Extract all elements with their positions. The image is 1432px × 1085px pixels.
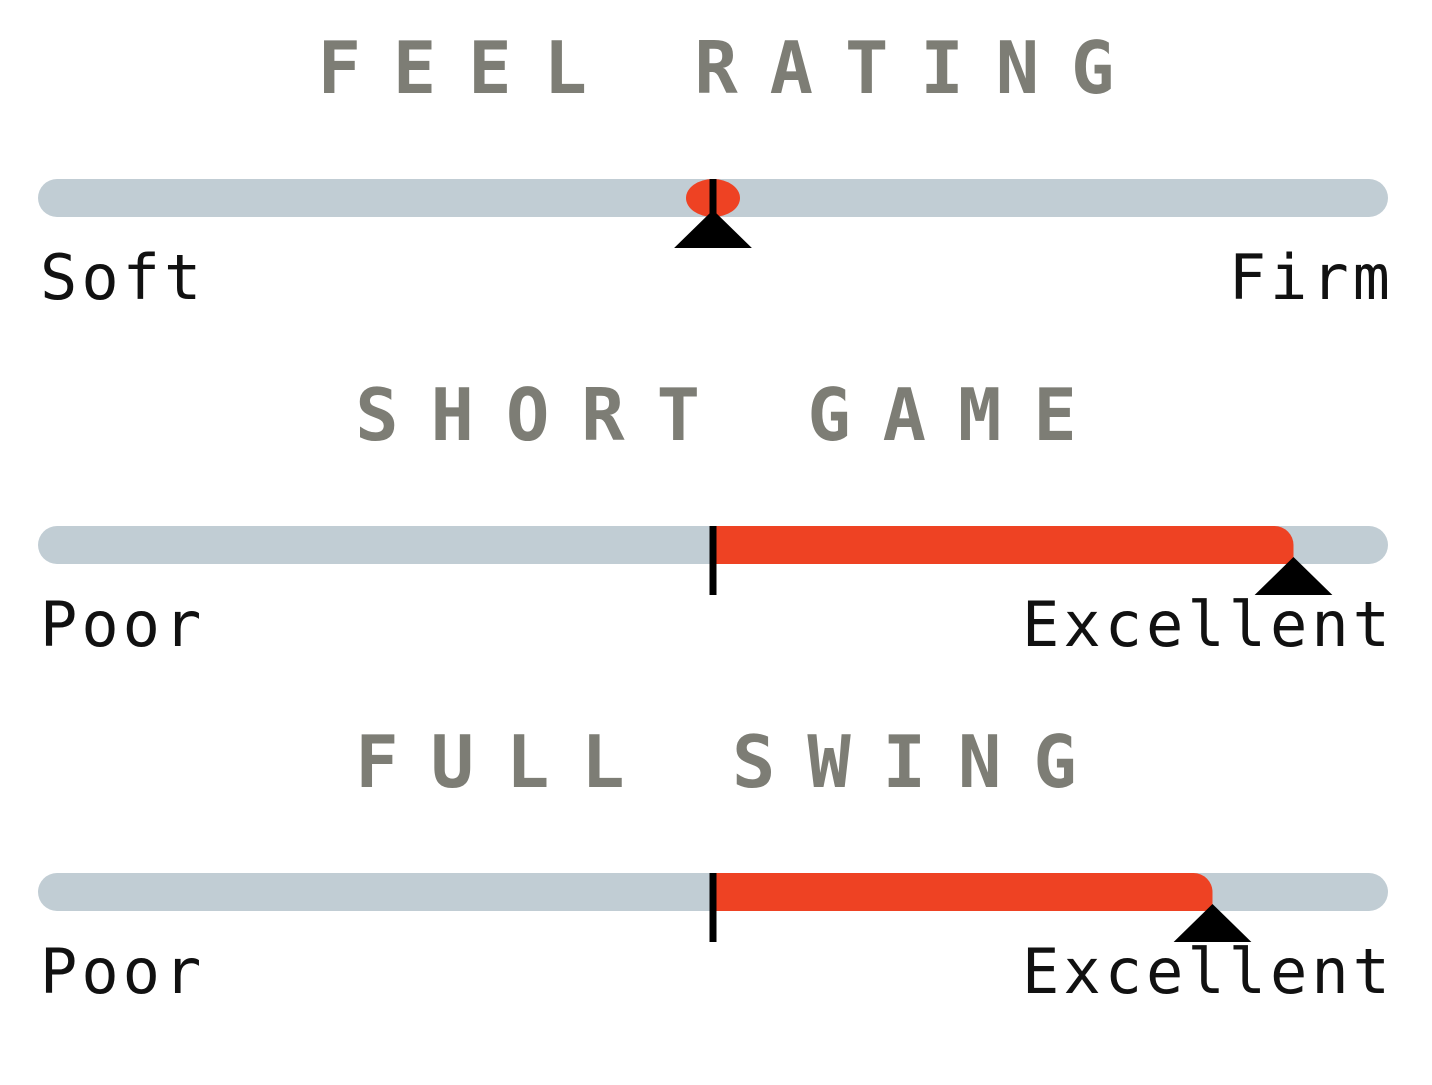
feel-rating-high-label: Firm — [1228, 241, 1394, 314]
full-swing-high-label: Excellent — [1022, 935, 1394, 1008]
full-swing-value-marker — [1173, 904, 1252, 942]
short-game-bar — [38, 526, 1388, 595]
feel-rating-scale: FEEL RATING Soft Firm — [0, 28, 1432, 368]
feel-rating-title: FEEL RATING — [317, 26, 1147, 110]
short-game-high-label: Excellent — [1022, 588, 1394, 661]
feel-rating-low-label: Soft — [40, 241, 206, 314]
full-swing-scale: FULL SWING Poor Excellent — [0, 722, 1432, 1062]
short-game-fill — [713, 526, 1294, 564]
full-swing-fill — [713, 873, 1213, 911]
full-swing-title: FULL SWING — [355, 720, 1109, 804]
short-game-low-label: Poor — [40, 588, 206, 661]
full-swing-low-label: Poor — [40, 935, 206, 1008]
short-game-scale: SHORT GAME Poor Excellent — [0, 375, 1432, 715]
short-game-value-marker — [1254, 557, 1333, 595]
full-swing-bar — [38, 873, 1388, 942]
short-game-title: SHORT GAME — [355, 373, 1109, 457]
feel-rating-bar — [38, 179, 1388, 248]
feel-rating-value-marker — [674, 210, 752, 248]
